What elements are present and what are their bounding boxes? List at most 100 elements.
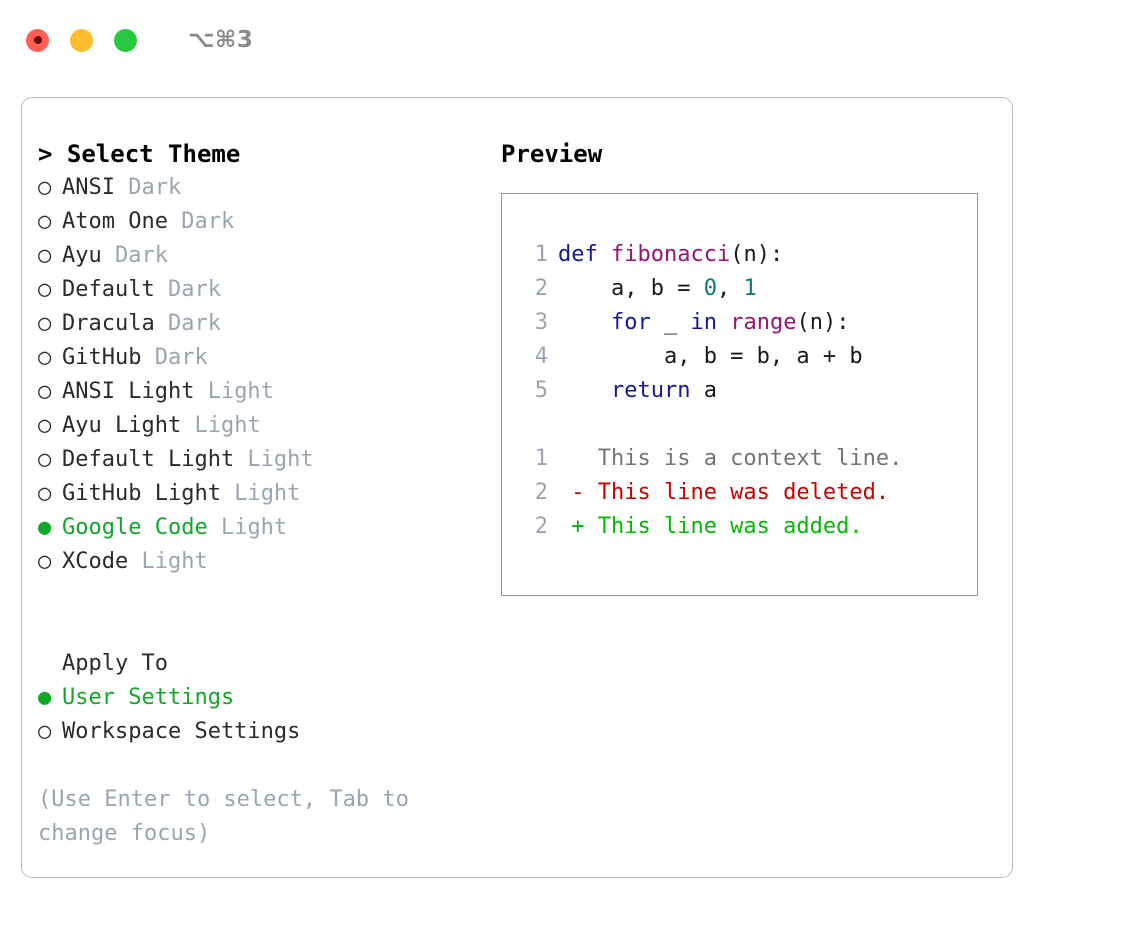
code-token-kw: def [558, 242, 611, 267]
theme-option-2[interactable]: ○ Ayu Dark [38, 239, 488, 273]
code-token-del: - This line was deleted. [558, 480, 890, 505]
radio-unselected-icon: ○ [38, 345, 65, 370]
theme-option-3[interactable]: ○ Default Dark [38, 273, 488, 307]
apply-to-option-0[interactable]: ● User Settings [38, 681, 488, 715]
theme-variant-badge: Light [207, 515, 288, 540]
theme-variant-badge: Dark [101, 243, 168, 268]
code-token-num: 1 [743, 276, 757, 301]
page-title: > Select Theme [38, 140, 241, 168]
code-token-txt: a [690, 378, 717, 403]
theme-option-label: Ayu [62, 243, 102, 268]
radio-unselected-icon: ○ [38, 719, 65, 744]
code-token-num: 0 [703, 276, 717, 301]
apply-to-options[interactable]: ● User Settings○ Workspace Settings [38, 681, 488, 749]
minimize-button[interactable] [70, 28, 93, 52]
code-line-2: 3 for _ in range(n): [502, 306, 977, 340]
apply-to-section: Apply To ● User Settings○ Workspace Sett… [38, 647, 488, 749]
code-token-txt: , [716, 276, 744, 301]
code-token-fn: fibonacci [610, 242, 731, 267]
keyboard-hint-text: (Use Enter to select, Tab to change focu… [38, 787, 409, 846]
theme-option-10[interactable]: ● Google Code Light [38, 511, 488, 545]
radio-unselected-icon: ○ [38, 379, 65, 404]
theme-option-label: Google Code [62, 515, 208, 540]
code-token-kw: for [610, 310, 651, 335]
code-line-4: 5 return a [502, 374, 977, 408]
theme-variant-badge: Dark [114, 175, 182, 200]
theme-variant-badge: Light [234, 447, 314, 472]
line-number: 2 [534, 480, 548, 505]
radio-unselected-icon: ○ [38, 209, 65, 234]
code-token-fn: range [730, 310, 797, 335]
code-token-ctx: This is a context line. [558, 446, 903, 471]
line-number: 3 [534, 310, 548, 335]
code-token-txt [558, 310, 611, 335]
code-line-0: 1 def fibonacci(n): [502, 238, 977, 272]
theme-option-9[interactable]: ○ GitHub Light Light [38, 477, 488, 511]
theme-option-label: ANSI Light [62, 379, 195, 404]
radio-selected-icon: ● [38, 515, 65, 540]
theme-option-6[interactable]: ○ ANSI Light Light [38, 375, 488, 409]
theme-option-label: GitHub Light [62, 481, 221, 506]
theme-variant-badge: Light [181, 413, 261, 438]
theme-option-label: Default Light [62, 447, 235, 472]
code-token-txt [717, 310, 730, 335]
code-token-txt: _ [650, 310, 691, 335]
theme-variant-badge: Dark [167, 209, 235, 234]
theme-variant-badge: Light [194, 379, 274, 404]
diff-line-1: 2 - This line was deleted. [502, 476, 977, 510]
theme-option-11[interactable]: ○ XCode Light [38, 545, 488, 579]
apply-to-option-1[interactable]: ○ Workspace Settings [38, 715, 488, 749]
theme-variant-badge: Light [128, 549, 208, 574]
theme-option-8[interactable]: ○ Default Light Light [38, 443, 488, 477]
theme-variant-badge: Dark [141, 345, 208, 370]
code-line-3: 4 a, b = b, a + b [502, 340, 977, 374]
diff-sample: 1 This is a context line.2 - This line w… [502, 442, 977, 544]
radio-unselected-icon: ○ [38, 549, 65, 574]
line-number: 1 [534, 242, 548, 267]
theme-variant-badge: Dark [154, 277, 221, 302]
theme-option-label: Ayu Light [62, 413, 182, 438]
theme-option-5[interactable]: ○ GitHub Dark [38, 341, 488, 375]
code-token-txt: (n): [730, 242, 784, 267]
diff-line-2: 2 + This line was added. [502, 510, 977, 544]
apply-to-title: Apply To [62, 651, 168, 676]
radio-unselected-icon: ○ [38, 447, 65, 472]
code-token-txt [558, 378, 611, 403]
theme-option-label: Atom One [62, 209, 168, 234]
line-number: 1 [534, 446, 548, 471]
theme-picker-panel: > Select Theme ○ ANSI Dark○ Atom One Dar… [21, 97, 1013, 878]
line-number: 2 [534, 514, 548, 539]
diff-line-0: 1 This is a context line. [502, 442, 977, 476]
radio-unselected-icon: ○ [38, 175, 65, 200]
zoom-button[interactable] [114, 28, 137, 52]
radio-unselected-icon: ○ [38, 413, 65, 438]
line-number: 4 [534, 344, 548, 369]
radio-unselected-icon: ○ [38, 311, 65, 336]
theme-list[interactable]: ○ ANSI Dark○ Atom One Dark○ Ayu Dark○ De… [38, 171, 488, 579]
theme-option-1[interactable]: ○ Atom One Dark [38, 205, 488, 239]
code-token-txt: a, b = b, a + b [558, 344, 863, 369]
close-button[interactable] [26, 28, 49, 52]
code-spacer [502, 408, 977, 442]
theme-option-0[interactable]: ○ ANSI Dark [38, 171, 488, 205]
code-token-kw: return [610, 378, 691, 403]
keyboard-shortcut-label: ⌥⌘3 [188, 27, 254, 53]
code-token-txt: a, b = [558, 276, 704, 301]
code-line-1: 2 a, b = 0, 1 [502, 272, 977, 306]
line-number: 2 [534, 276, 548, 301]
radio-unselected-icon: ○ [38, 243, 65, 268]
theme-option-4[interactable]: ○ Dracula Dark [38, 307, 488, 341]
window-title-bar: ⌥⌘3 [0, 0, 1140, 80]
theme-option-label: XCode [62, 549, 129, 574]
window-controls [26, 28, 137, 52]
theme-variant-badge: Dark [154, 311, 221, 336]
theme-option-label: Dracula [62, 311, 155, 336]
theme-variant-badge: Light [220, 481, 301, 506]
theme-option-7[interactable]: ○ Ayu Light Light [38, 409, 488, 443]
preview-title: Preview [501, 140, 603, 168]
theme-selection-column: > Select Theme ○ ANSI Dark○ Atom One Dar… [38, 137, 488, 851]
line-number: 5 [534, 378, 548, 403]
code-token-add: + This line was added. [558, 514, 863, 539]
